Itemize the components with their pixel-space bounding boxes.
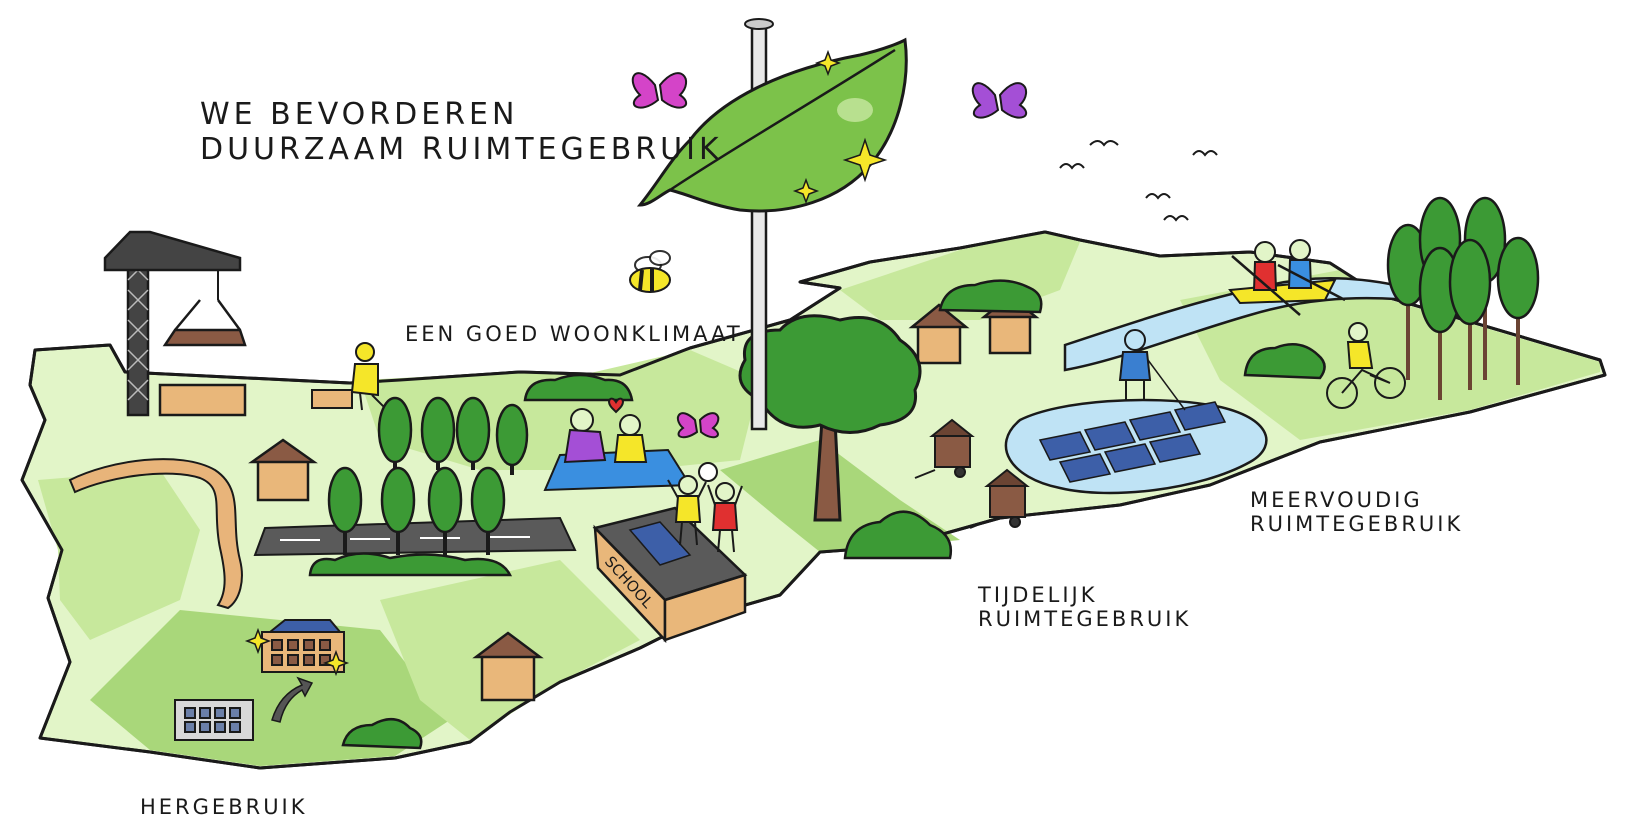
kayak-icon [1228, 239, 1346, 316]
heart-icon [608, 397, 624, 414]
dirt-path [68, 458, 243, 610]
kids-playing [667, 462, 743, 553]
tiny-house-icon [914, 418, 975, 479]
bush [341, 718, 423, 750]
bush [938, 279, 1043, 314]
field-patch [1180, 270, 1600, 440]
school-icon: SCHOOL [592, 506, 748, 644]
tree-icon [1496, 236, 1540, 385]
leaf-icon [636, 37, 908, 213]
headline: WE BEVORDEREN DUURZAAM RUIMTEGEBRUIK [200, 97, 723, 167]
fisherman [1118, 329, 1186, 411]
tree-icon [1448, 238, 1492, 390]
sparkle-icon [842, 137, 888, 183]
land-outline [20, 230, 1607, 770]
bird-icon [1145, 193, 1171, 200]
tree-icon [380, 466, 416, 555]
label-hergebruik: HERGEBRUIK [140, 795, 308, 819]
birds [1059, 140, 1218, 222]
solar-pond [1004, 329, 1268, 495]
sparkles [244, 49, 888, 677]
picnic [543, 397, 692, 492]
tree-icon [420, 396, 456, 470]
sparkle-icon [814, 49, 842, 77]
tree-icon [470, 466, 506, 555]
bush [523, 373, 634, 402]
bird-icon [1089, 140, 1119, 147]
house-icon [472, 631, 544, 702]
arrow-icon [271, 676, 314, 723]
crane-crate [158, 383, 247, 417]
label-tijdelijk: TIJDELIJK RUIMTEGEBRUIK [978, 583, 1191, 631]
house-icon [248, 438, 318, 502]
label-meervoudig-line-1: MEERVOUDIG [1250, 488, 1423, 512]
label-meervoudig: MEERVOUDIG RUIMTEGEBRUIK [1250, 488, 1463, 536]
bee-icon [629, 250, 671, 293]
forest [1386, 196, 1540, 400]
bird-icon [1163, 215, 1189, 222]
tree-icon [427, 466, 463, 555]
tree-icon [738, 314, 922, 522]
tree-icon [327, 466, 363, 555]
bush [308, 552, 513, 577]
headline-line-1: WE BEVORDEREN [200, 97, 519, 132]
tree-icon [455, 396, 491, 470]
butterfly-icon [631, 72, 688, 109]
bush [843, 510, 953, 560]
headline-line-2: DUURZAAM RUIMTEGEBRUIK [200, 131, 723, 167]
field-patch [38, 470, 200, 640]
bush [1243, 343, 1326, 380]
sparkle-icon [322, 649, 350, 677]
tree-icon [377, 396, 413, 470]
crane-icon [103, 230, 247, 417]
crane-load [162, 328, 247, 347]
brick-worker [311, 342, 386, 411]
cyclist-icon [1326, 322, 1406, 409]
sparkle-icon [792, 177, 820, 205]
sparkle-icon [244, 627, 272, 655]
bird-icon [1059, 163, 1085, 170]
tree-icon [495, 403, 529, 475]
tiny-house-icon [969, 468, 1030, 529]
label-tijdelijk-line-1: TIJDELIJK [978, 583, 1098, 607]
butterfly-icon [677, 412, 720, 439]
butterfly-icon [971, 82, 1028, 119]
house-icon [908, 303, 970, 365]
label-tijdelijk-line-2: RUIMTEGEBRUIK [978, 607, 1192, 632]
label-meervoudig-line-2: RUIMTEGEBRUIK [1250, 512, 1464, 537]
solar-panel-icon [1038, 401, 1227, 483]
hedges [308, 279, 1326, 750]
tree-row [327, 396, 529, 555]
label-woonklimaat: EEN GOED WOONKLIMAAT [405, 322, 743, 346]
old-building [174, 699, 254, 741]
bird-icon [1192, 150, 1218, 157]
